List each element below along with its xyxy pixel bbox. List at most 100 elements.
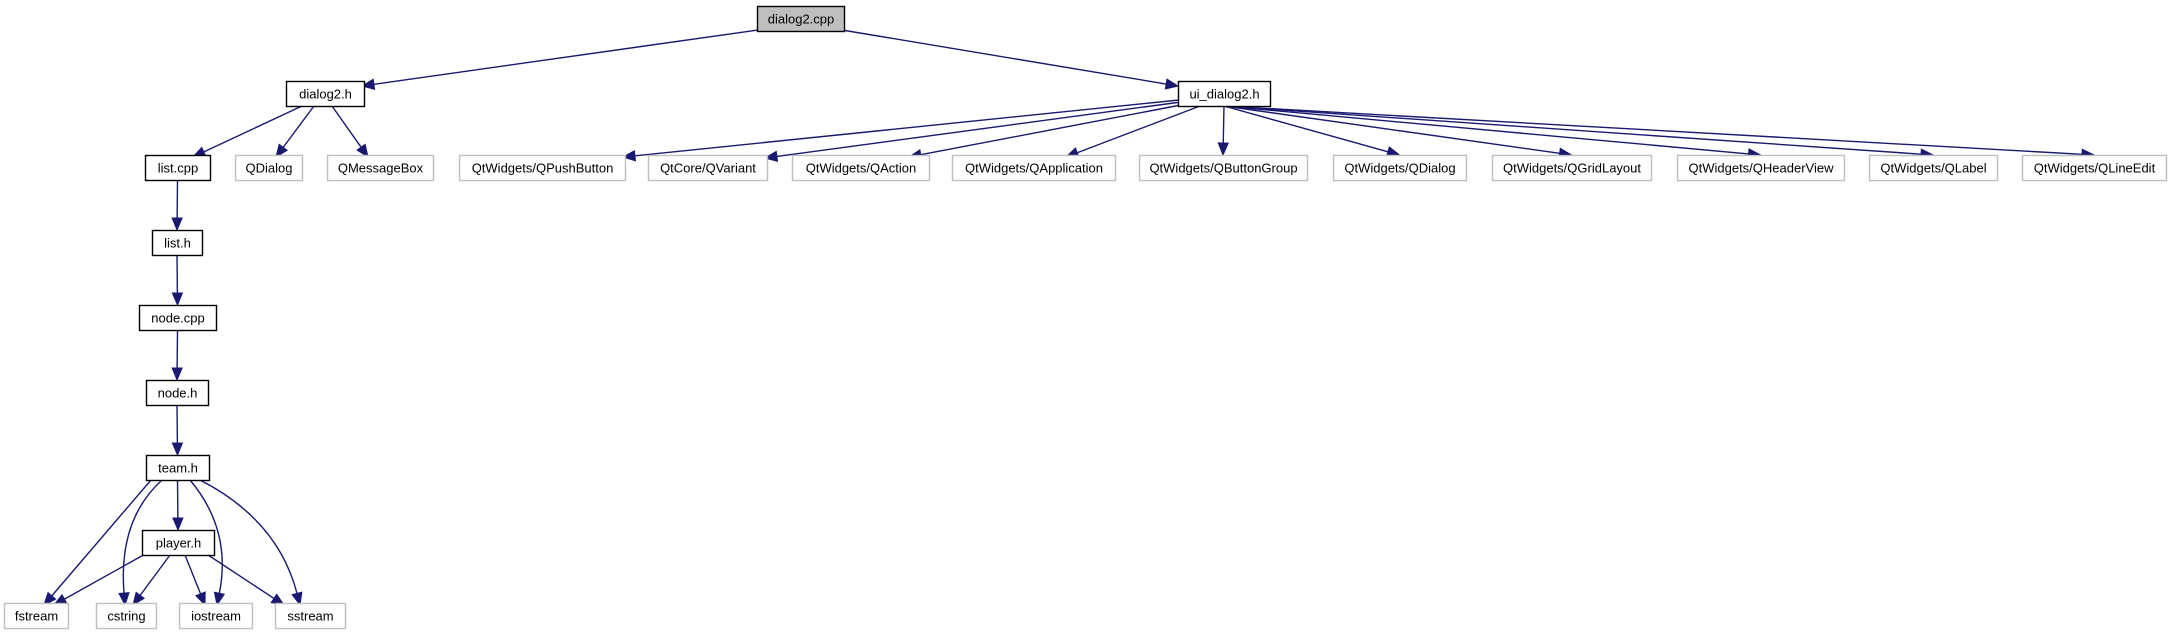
node-qmessagebox: QMessageBox	[326, 154, 435, 182]
edge-arrowhead-list_cpp-to-list_h	[171, 217, 183, 232]
edge-ui_dialog2_h-to-qw_qaction	[920, 103, 1187, 156]
node-box	[234, 154, 304, 182]
edge-arrowhead-team_h-to-cstring	[118, 592, 130, 607]
node-box	[791, 154, 931, 182]
node-box	[1491, 154, 1653, 182]
node-box	[1138, 154, 1309, 182]
node-label: node.cpp	[151, 311, 205, 326]
node-label: player.h	[156, 536, 202, 551]
node-label: cstring	[107, 609, 145, 624]
edge-arrowhead-team_h-to-player_h	[172, 517, 184, 532]
node-label: QtWidgets/QGridLayout	[1503, 161, 1641, 176]
edge-dialog2_h-to-qmessagebox	[331, 105, 362, 148]
node-qw-qlineedit: QtWidgets/QLineEdit	[2021, 154, 2168, 182]
node-box	[138, 304, 218, 332]
node-box	[95, 602, 158, 630]
node-label: QtWidgets/QAction	[806, 161, 917, 176]
node-qw-qbuttongroup: QtWidgets/QButtonGroup	[1138, 154, 1309, 182]
edge-arrowhead-list_h-to-node_cpp	[171, 292, 184, 307]
node-label: dialog2.cpp	[768, 12, 835, 27]
edge-arrowhead-ui_dialog2_h-to-qw_qpushbutton	[621, 150, 637, 162]
node-qw-qdialog: QtWidgets/QDialog	[1332, 154, 1468, 182]
node-dialog2-cpp[interactable]: dialog2.cpp	[756, 5, 846, 33]
edge-dialog2_cpp-to-dialog2_h	[373, 28, 766, 86]
edge-team_h-to-sstream	[199, 479, 298, 594]
node-box	[2021, 154, 2168, 182]
edge-dialog2_h-to-list_cpp	[203, 105, 303, 153]
edge-team_h-to-iostream	[189, 479, 223, 594]
edges-layer	[43, 28, 2096, 607]
node-list-cpp[interactable]: list.cpp	[144, 154, 212, 182]
node-box	[141, 529, 216, 557]
node-box	[145, 454, 211, 482]
edge-arrowhead-node_h-to-team_h	[171, 442, 184, 457]
node-label: QtCore/QVariant	[660, 161, 756, 176]
node-node-cpp[interactable]: node.cpp	[138, 304, 218, 332]
edge-ui_dialog2_h-to-qw_qbuttongroup	[1222, 105, 1225, 144]
node-qw-qpushbutton: QtWidgets/QPushButton	[458, 154, 627, 182]
node-qdialog: QDialog	[234, 154, 304, 182]
node-label: list.h	[164, 236, 191, 251]
node-box	[145, 379, 210, 407]
node-dialog2-h[interactable]: dialog2.h	[285, 80, 366, 108]
edge-ui_dialog2_h-to-qw_qdialog	[1223, 105, 1389, 153]
edge-player_h-to-fstream	[64, 552, 148, 600]
node-box	[178, 602, 254, 630]
node-label: QtWidgets/QButtonGroup	[1149, 161, 1297, 176]
edge-player_h-to-sstream	[204, 552, 275, 599]
edge-arrowhead-dialog2_h-to-qmessagebox	[356, 143, 369, 159]
node-cstring: cstring	[95, 602, 158, 630]
node-label: QtWidgets/QApplication	[965, 161, 1103, 176]
node-label: dialog2.h	[299, 87, 352, 102]
node-iostream: iostream	[178, 602, 254, 630]
node-label: iostream	[191, 609, 241, 624]
node-sstream: sstream	[274, 602, 347, 630]
edge-arrowhead-team_h-to-sstream	[291, 591, 303, 607]
node-label: QtWidgets/QLabel	[1880, 161, 1986, 176]
node-box	[144, 154, 212, 182]
node-player-h[interactable]: player.h	[141, 529, 216, 557]
node-label: QtWidgets/QHeaderView	[1689, 161, 1835, 176]
nodes-layer: dialog2.cpp dialog2.h ui_dialog2.h list.cpp…	[3, 5, 2168, 630]
edge-dialog2_h-to-qdialog	[282, 105, 315, 148]
node-list-h[interactable]: list.h	[151, 229, 204, 257]
edge-arrowhead-node_cpp-to-node_h	[171, 367, 183, 382]
edge-player_h-to-iostream	[184, 554, 202, 595]
edge-ui_dialog2_h-to-qw_qlineedit	[1223, 105, 2083, 156]
node-label: QtWidgets/QPushButton	[472, 161, 614, 176]
edge-dialog2_cpp-to-ui_dialog2_h	[835, 28, 1167, 85]
node-team-h[interactable]: team.h	[145, 454, 211, 482]
node-box	[3, 602, 70, 630]
edge-ui_dialog2_h-to-qw_qgridlayout	[1223, 105, 1560, 155]
edge-ui_dialog2_h-to-qw_qpushbutton	[634, 99, 1180, 157]
node-box	[1332, 154, 1468, 182]
node-qw-qlabel: QtWidgets/QLabel	[1868, 154, 1999, 182]
node-box	[1177, 80, 1272, 108]
node-box	[285, 80, 366, 108]
node-box	[756, 5, 846, 33]
edge-ui_dialog2_h-to-qc_qvariant	[776, 101, 1182, 158]
edge-team_h-to-cstring	[122, 479, 163, 594]
node-label: node.h	[158, 386, 198, 401]
node-box	[1868, 154, 1999, 182]
node-qw-qgridlayout: QtWidgets/QGridLayout	[1491, 154, 1653, 182]
node-box	[151, 229, 204, 257]
node-node-h[interactable]: node.h	[145, 379, 210, 407]
node-box	[951, 154, 1117, 182]
edge-team_h-to-fstream	[51, 479, 152, 597]
node-ui-dialog2-h[interactable]: ui_dialog2.h	[1177, 80, 1272, 108]
node-box	[326, 154, 435, 182]
node-label: team.h	[158, 461, 198, 476]
node-label: fstream	[15, 609, 58, 624]
edge-arrowhead-team_h-to-fstream	[43, 591, 57, 606]
edge-arrowhead-team_h-to-iostream	[213, 591, 226, 607]
edge-ui_dialog2_h-to-qw_qapplication	[1076, 105, 1201, 154]
node-box	[647, 154, 769, 182]
node-box	[274, 602, 347, 630]
edge-ui_dialog2_h-to-qw_qheaderview	[1223, 105, 1749, 155]
node-label: QtWidgets/QLineEdit	[2034, 161, 2156, 176]
node-box	[458, 154, 627, 182]
node-qw-qheaderview: QtWidgets/QHeaderView	[1676, 154, 1846, 182]
node-label: QtWidgets/QDialog	[1344, 161, 1455, 176]
